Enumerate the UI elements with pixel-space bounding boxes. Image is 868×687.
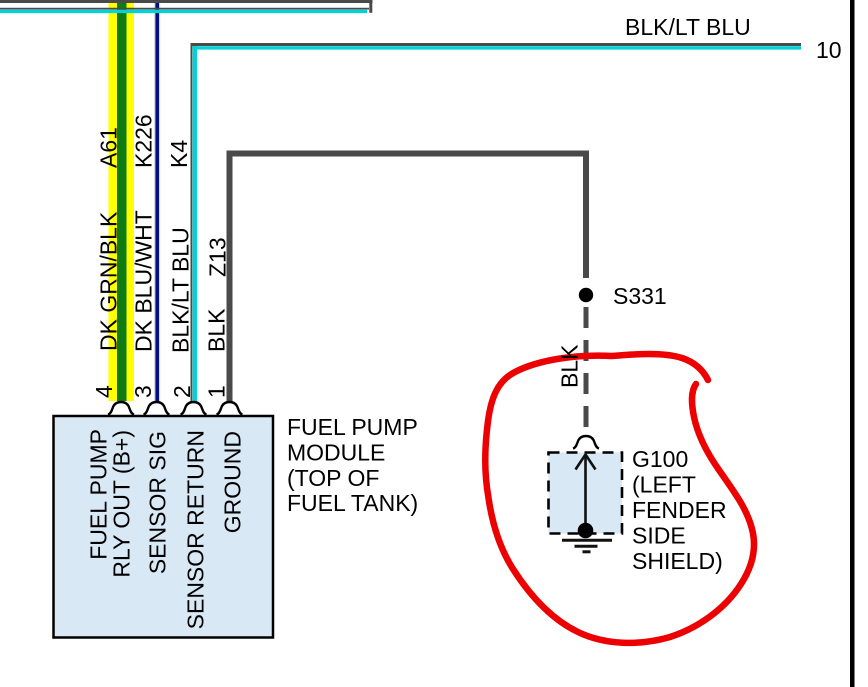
wire-a61-dk-grn-blk (108, 0, 134, 401)
circuit-label-z13: Z13 (205, 237, 231, 277)
splice-label-s331: S331 (613, 283, 667, 309)
splice-dot-s331 (578, 287, 594, 303)
ground-wire-color-label: BLK (557, 344, 583, 388)
module-caption-line-3: (TOP OF (287, 465, 379, 491)
wire-z13-blk (226, 150, 589, 401)
pin-number-3: 3 (130, 385, 156, 398)
ground-terminal-dot (577, 522, 594, 539)
pin-label-fuel-pump: FUEL PUMP (86, 429, 112, 560)
wire-color-label-blk-lt-blu: BLK/LT BLU (168, 227, 194, 353)
wire-k226-dk-blu-wht (154, 0, 161, 401)
fuel-pump-module-box (52, 414, 275, 639)
circuit-label-k226: K226 (131, 114, 157, 168)
pin-number-1: 1 (204, 385, 230, 398)
wire-k226-core (155, 0, 159, 401)
pin3-connector-icon (143, 400, 170, 416)
ground-arrow-head-icon (574, 452, 597, 471)
ground-caption-line-3: FENDER (632, 497, 727, 523)
page-edge-bar (850, 0, 855, 687)
module-pin-connectors (107, 400, 243, 416)
pin-label-rly-out: RLY OUT (B+) (109, 430, 135, 578)
k4-vertical-ltblu (192, 46, 197, 401)
ground-connector-icon (572, 434, 600, 450)
pin-label-ground: GROUND (220, 431, 246, 533)
pin-number-4: 4 (91, 385, 117, 398)
module-pin-labels: FUEL PUMP RLY OUT (B+) SENSOR SIG SENSOR… (86, 429, 246, 629)
ground-caption-line-2: (LEFT (632, 472, 696, 498)
pin-label-sensor-sig: SENSOR SIG (145, 431, 171, 574)
ground-caption-line-1: G100 (632, 446, 688, 472)
wire-color-label-dk-blu-wht: DK BLU/WHT (131, 210, 157, 352)
module-caption-line-1: FUEL PUMP (287, 414, 418, 440)
wire-top-left-hairpin (0, 0, 373, 14)
ground-caption-line-4: SIDE (632, 523, 686, 549)
circuit-label-k4: K4 (166, 140, 192, 168)
pin-label-sensor-return: SENSOR RETURN (183, 430, 209, 629)
ground-caption-line-5: SHIELD) (632, 548, 723, 574)
top-wire-color-label: BLK/LT BLU (625, 14, 751, 40)
pin-number-2: 2 (169, 385, 195, 398)
pin2-connector-icon (180, 400, 207, 416)
pin4-connector-icon (107, 400, 135, 416)
module-caption-line-4: FUEL TANK) (287, 490, 418, 516)
module-caption-line-2: MODULE (287, 440, 385, 466)
ground-caption: G100 (LEFT FENDER SIDE SHIELD) (632, 446, 727, 574)
wire-color-label-blk: BLK (204, 308, 230, 352)
ground-symbol-icon (562, 538, 612, 554)
top-wire-terminal-number: 10 (816, 37, 842, 63)
wire-a61-green-stripe (117, 0, 127, 401)
module-caption: FUEL PUMP MODULE (TOP OF FUEL TANK) (287, 414, 418, 516)
red-annotation-circle (482, 350, 758, 647)
wire-color-label-dk-grn-blk: DK GRN/BLK (96, 211, 122, 351)
circuit-label-a61: A61 (96, 127, 122, 168)
pin1-connector-icon (216, 400, 243, 416)
k4-horizontal-ltblu (192, 46, 802, 50)
wire-k4-blk-lt-blu (190, 43, 802, 401)
